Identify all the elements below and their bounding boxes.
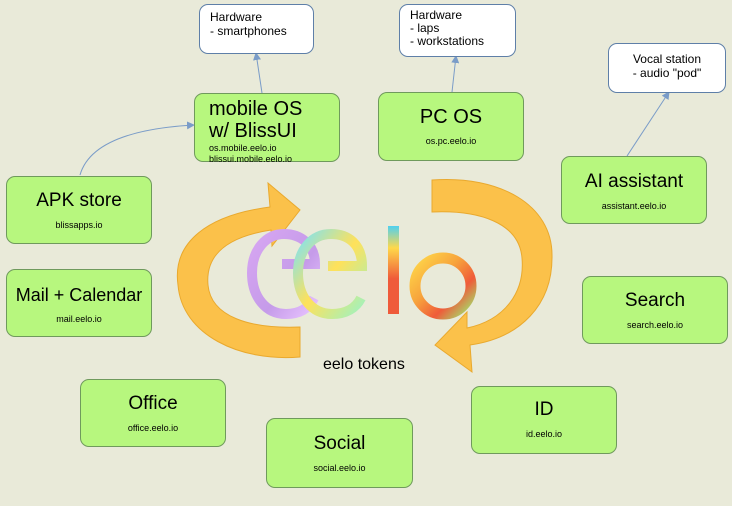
node-url: search.eelo.io	[626, 320, 684, 330]
node-title: Social	[313, 433, 366, 454]
node-title: Search	[624, 290, 686, 311]
note-line: - audio "pod"	[632, 66, 702, 80]
eelo-logo	[246, 226, 477, 320]
connector-ai-to-vocal-station	[626, 91, 670, 157]
cycle-arrow-left	[176, 181, 301, 359]
logo-letter-o	[409, 252, 477, 320]
node-title: APK store	[36, 190, 122, 211]
node-title: Office	[128, 393, 178, 414]
node-title: mobile OS	[209, 98, 303, 120]
node-id[interactable]: ID id.eelo.io	[471, 386, 617, 454]
node-title: ID	[534, 399, 554, 420]
note-hardware-mobile: Hardware - smartphones	[199, 4, 314, 54]
note-line: - laps	[410, 21, 440, 35]
logo-letter-e1	[246, 228, 321, 320]
logo-letter-l	[388, 226, 399, 314]
connector-apk-store-to-mobile-os	[79, 121, 195, 176]
connector-pc-os-to-hardware	[451, 55, 460, 93]
node-ai-assistant[interactable]: AI assistant assistant.eelo.io	[561, 156, 707, 224]
connector-mobile-os-to-hardware	[253, 52, 263, 94]
node-social[interactable]: Social social.eelo.io	[266, 418, 413, 488]
node-title: w/ BlissUI	[209, 120, 297, 142]
node-url: os.pc.eelo.io	[425, 136, 477, 146]
note-line: - workstations	[410, 34, 485, 48]
node-search[interactable]: Search search.eelo.io	[582, 276, 728, 344]
node-url: blissapps.io	[55, 220, 103, 230]
node-url: office.eelo.io	[127, 423, 179, 433]
node-title: PC OS	[419, 106, 483, 128]
note-hardware-pc: Hardware - laps - workstations	[399, 4, 516, 57]
node-mail-calendar[interactable]: Mail + Calendar mail.eelo.io	[6, 269, 152, 337]
node-url: id.eelo.io	[525, 429, 563, 439]
node-office[interactable]: Office office.eelo.io	[80, 379, 226, 447]
node-mobile-os[interactable]: mobile OS w/ BlissUI os.mobile.eelo.io b…	[194, 93, 340, 164]
node-apk-store[interactable]: APK store blissapps.io	[6, 176, 152, 244]
eelo-tokens-label: eelo tokens	[323, 356, 405, 373]
node-pc-os[interactable]: PC OS os.pc.eelo.io	[378, 92, 524, 161]
node-url: mail.eelo.io	[56, 314, 102, 324]
note-line: Hardware	[210, 10, 263, 24]
node-url: social.eelo.io	[313, 463, 366, 473]
node-title: Mail + Calendar	[15, 285, 143, 305]
logo-letter-e2	[292, 228, 368, 320]
note-vocal-station: Vocal station - audio "pod"	[608, 43, 726, 93]
node-url: blissui.mobile.eelo.io	[209, 154, 293, 164]
cycle-arrow-right	[431, 178, 553, 374]
node-title: AI assistant	[584, 171, 684, 192]
node-url: os.mobile.eelo.io	[209, 143, 277, 153]
node-url: assistant.eelo.io	[601, 201, 667, 211]
note-line: Vocal station	[632, 52, 702, 66]
note-line: Hardware	[410, 8, 463, 22]
note-line: - smartphones	[210, 24, 287, 38]
